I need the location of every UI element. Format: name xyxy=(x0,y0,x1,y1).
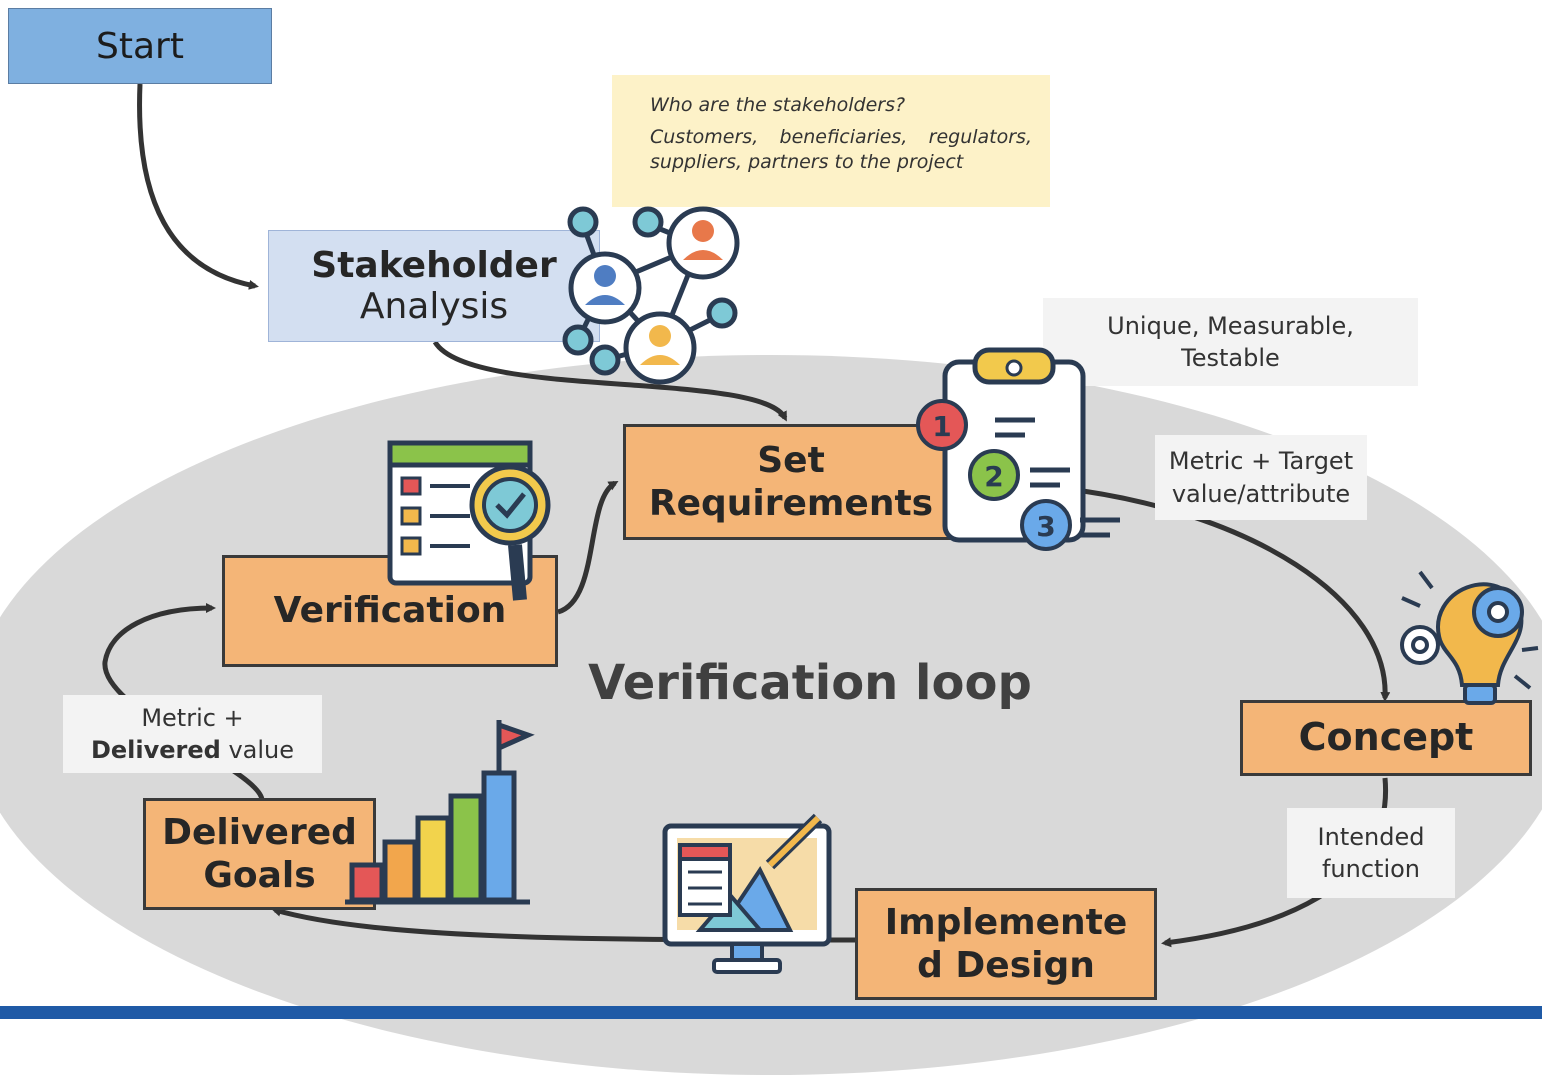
target-note-line1: Metric + Target xyxy=(1168,447,1354,476)
intended-note: Intended function xyxy=(1287,808,1455,898)
requirements-note: Unique, Measurable, Testable xyxy=(1043,298,1418,386)
loop-title: Verification loop xyxy=(588,655,1032,711)
implemented-design-line2: d Design xyxy=(917,945,1095,986)
delivered-goals-line2: Goals xyxy=(203,855,316,896)
stakeholder-answer: Customers, beneficiaries, regulators, su… xyxy=(650,125,1032,174)
arrow-requirements-to-concept xyxy=(1059,485,1391,702)
delivered-goals-line1: Delivered xyxy=(162,811,357,853)
stakeholder-title-bold: Stakeholder xyxy=(311,245,557,286)
delivered-note-rest: value xyxy=(220,736,295,764)
intended-note-line1: Intended xyxy=(1317,822,1425,851)
delivered-note-line2: Delivered value xyxy=(91,734,294,766)
stakeholder-title-rest: Analysis xyxy=(359,286,509,327)
stakeholder-note: Who are the stakeholders? Customers, ben… xyxy=(612,75,1050,207)
monitor-design-icon xyxy=(662,813,832,974)
intended-note-line2: function xyxy=(1321,855,1421,883)
target-note-line2: value/attribute xyxy=(1171,479,1351,508)
delivered-note-line1: Metric + xyxy=(141,703,244,732)
numbered-clipboard-icon: 1 2 3 xyxy=(916,347,1120,551)
stakeholder-analysis-node: Stakeholder Analysis xyxy=(268,230,600,342)
implemented-design-line1: Implemente xyxy=(884,901,1128,943)
target-note: Metric + Target value/attribute xyxy=(1155,435,1367,520)
svg-text:1: 1 xyxy=(932,410,951,443)
start-node: Start xyxy=(8,8,272,84)
set-requirements-node: Set Requirements xyxy=(623,424,959,540)
implemented-design-node: Implemente d Design xyxy=(855,888,1157,1000)
stakeholder-question: Who are the stakeholders? xyxy=(650,94,906,116)
requirements-note-line2: Testable xyxy=(1181,344,1280,372)
requirements-note-line1: Unique, Measurable, xyxy=(1107,311,1354,340)
verification-label: Verification xyxy=(273,590,507,632)
footer-bar xyxy=(0,1006,1542,1019)
network-people-icon xyxy=(562,206,740,385)
arrow-verification-to-requirements xyxy=(557,480,619,615)
set-requirements-line1: Set xyxy=(757,439,825,481)
concept-node: Concept xyxy=(1240,700,1532,776)
lightbulb-gears-icon xyxy=(1400,570,1539,705)
icons-layer: 1 2 3 xyxy=(345,206,1539,974)
bar-chart-flag-icon xyxy=(345,720,535,905)
arrow-stakeholder-to-requirements xyxy=(432,340,788,422)
delivered-note-bold: Delivered xyxy=(90,736,221,764)
svg-text:2: 2 xyxy=(984,460,1003,493)
delivered-note: Metric + Delivered value xyxy=(63,695,322,773)
concept-label: Concept xyxy=(1298,715,1474,760)
arrow-start-to-stakeholder xyxy=(137,83,259,290)
svg-text:3: 3 xyxy=(1036,510,1055,543)
set-requirements-line2: Requirements xyxy=(648,483,934,524)
checklist-magnifier-icon xyxy=(387,440,551,601)
start-label: Start xyxy=(96,25,184,67)
delivered-goals-node: Delivered Goals xyxy=(143,798,376,910)
